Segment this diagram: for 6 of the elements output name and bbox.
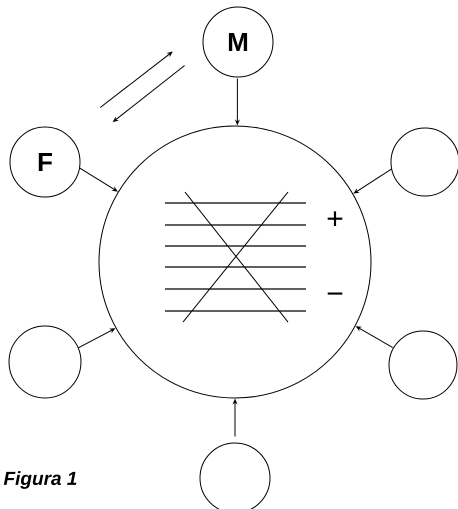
sign-label: + bbox=[328, 211, 342, 226]
empty-circle bbox=[388, 330, 458, 400]
sign-label: − bbox=[328, 292, 342, 295]
large-circle bbox=[98, 126, 372, 398]
figure-caption: Figura 1 bbox=[4, 471, 76, 489]
empty-circle bbox=[8, 326, 82, 398]
